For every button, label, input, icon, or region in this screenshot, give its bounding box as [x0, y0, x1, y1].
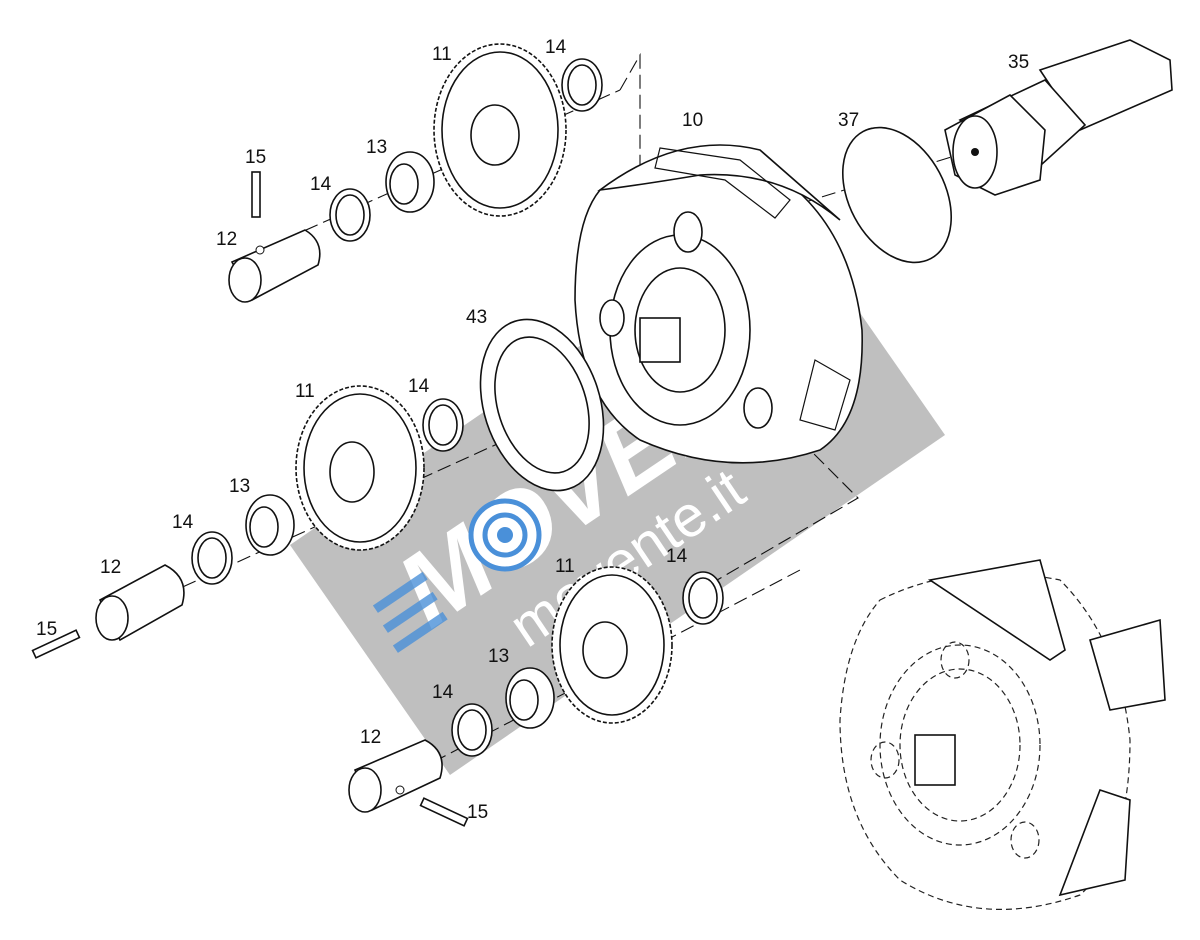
label-14-top: 14: [545, 37, 567, 58]
label-12-middle: 12: [100, 557, 121, 578]
thrust-disc-37: [841, 126, 953, 264]
sun-gear-shaft-35: [944, 39, 1173, 196]
middle-planet-set: [31, 385, 464, 659]
lower-planet-set: [348, 566, 724, 827]
label-12-lower: 12: [360, 727, 381, 748]
part-labels: 10 11 11 11 12 12 12 13 13 13 14 14 14 1…: [36, 37, 1029, 823]
label-35: 35: [1008, 52, 1029, 73]
assembled-view: [839, 559, 1166, 910]
label-14-lower-right: 14: [666, 546, 688, 567]
label-12-upper: 12: [216, 229, 237, 250]
watermark-speed-lines-icon: [372, 571, 448, 653]
label-13-upper: 13: [366, 137, 387, 158]
label-14-lower-left: 14: [432, 682, 454, 703]
label-13-middle: 13: [229, 476, 250, 497]
label-11-middle: 11: [295, 381, 315, 402]
label-13-lower: 13: [488, 646, 509, 667]
label-43: 43: [466, 307, 487, 328]
watermark-logo-icon: [468, 498, 542, 572]
label-15-middle: 15: [36, 619, 57, 640]
label-15-lower: 15: [467, 802, 488, 823]
label-14-upper: 14: [310, 174, 332, 195]
label-14-middle-left: 14: [172, 512, 194, 533]
label-11-lower: 11: [555, 556, 575, 577]
label-37: 37: [838, 110, 859, 131]
label-11-upper: 11: [432, 44, 452, 65]
planet-carrier-10: [574, 144, 863, 464]
upper-planet-set: [228, 43, 603, 303]
label-15-upper: 15: [245, 147, 266, 168]
label-14-middle-right: 14: [408, 376, 430, 397]
label-10: 10: [682, 110, 703, 131]
thrust-washer-43: [479, 318, 605, 492]
